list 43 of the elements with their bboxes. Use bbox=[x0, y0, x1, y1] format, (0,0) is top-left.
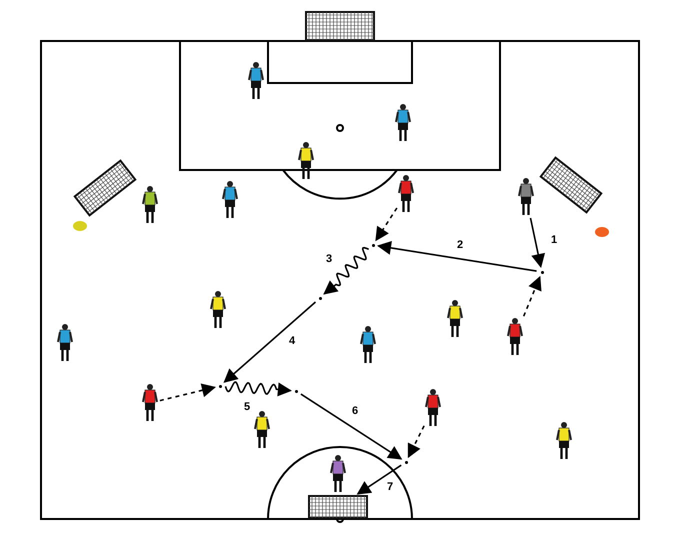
player-figure bbox=[142, 384, 158, 422]
player-figure bbox=[210, 291, 226, 329]
player-figure bbox=[248, 62, 264, 100]
player-figure bbox=[556, 422, 572, 460]
edge-label: 4 bbox=[288, 335, 296, 347]
arrow bbox=[356, 464, 402, 495]
ball-spot bbox=[404, 460, 408, 464]
arrow bbox=[300, 393, 402, 460]
arrow bbox=[160, 383, 216, 402]
arrow bbox=[224, 381, 292, 396]
player-figure bbox=[395, 104, 411, 142]
arrow bbox=[323, 246, 370, 295]
arrow bbox=[377, 240, 537, 272]
edge-label: 2 bbox=[456, 239, 464, 251]
arrow bbox=[375, 208, 398, 242]
arrow bbox=[408, 425, 425, 458]
player-figure bbox=[254, 411, 270, 449]
arrow bbox=[223, 301, 316, 383]
goal-net bbox=[308, 495, 368, 519]
player-figure bbox=[330, 455, 346, 493]
ball-spot bbox=[318, 296, 322, 300]
player-figure bbox=[425, 389, 441, 427]
edge-label: 7 bbox=[386, 481, 394, 493]
player-figure bbox=[142, 186, 158, 224]
ball-spot bbox=[294, 390, 298, 392]
player-figure bbox=[518, 178, 534, 216]
edge-label: 6 bbox=[351, 405, 360, 417]
player-figure bbox=[222, 181, 238, 219]
player-figure bbox=[57, 324, 73, 362]
player-figure bbox=[398, 175, 414, 213]
ball-spot bbox=[540, 270, 544, 274]
player-figure bbox=[507, 318, 523, 356]
edge-label: 5 bbox=[243, 401, 252, 413]
edge-label: 3 bbox=[325, 253, 334, 265]
ball-spot bbox=[372, 244, 374, 246]
arrow bbox=[530, 218, 546, 268]
arrow bbox=[522, 276, 542, 316]
player-figure bbox=[447, 300, 463, 338]
goal-net bbox=[305, 11, 375, 41]
ball-spot bbox=[218, 384, 222, 388]
player-figure bbox=[360, 326, 376, 364]
edge-label: 1 bbox=[550, 234, 558, 246]
player-figure bbox=[298, 142, 314, 180]
